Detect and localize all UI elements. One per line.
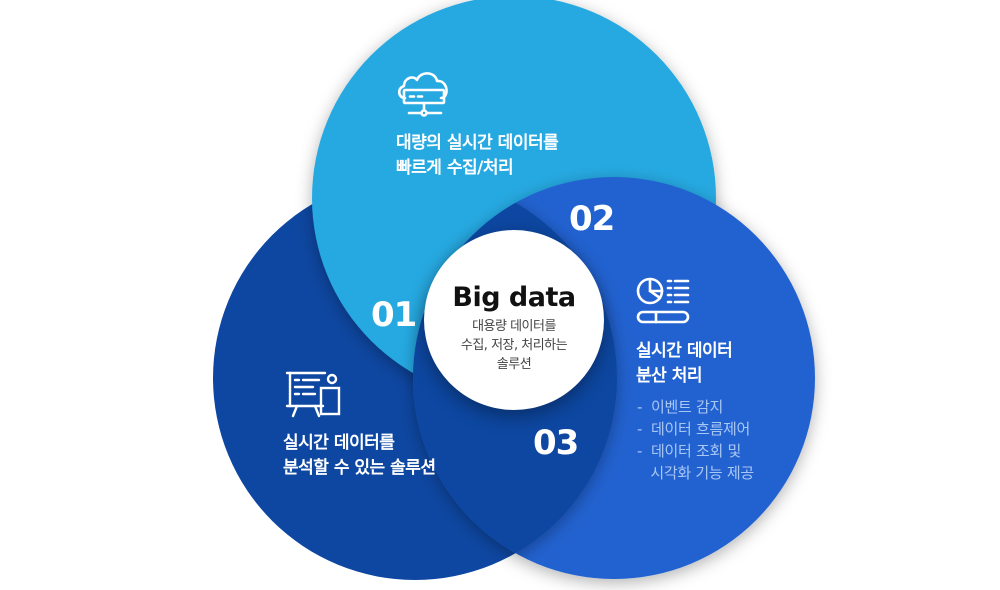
center-title: Big data [452, 282, 576, 313]
subtitle-line: 솔루션 [496, 357, 532, 372]
section-02-number: 02 [569, 199, 615, 239]
pie-chart-report-icon [636, 277, 690, 324]
title-line: 분산 처리 [636, 366, 702, 386]
title-line: 분석할 수 있는 솔루션 [283, 458, 436, 478]
subtitle-line: 수집, 저장, 처리하는 [460, 338, 568, 353]
section-02-bullets: - 이벤트 감지 - 데이터 흐름제어 - 데이터 조회 및 시각화 기능 제공 [637, 396, 754, 484]
title-line: 실시간 데이터를 [283, 433, 395, 453]
bullet-item: - 데이터 조회 및 [637, 442, 741, 460]
section-01-number: 01 [371, 295, 417, 335]
bullet-item: - 데이터 흐름제어 [637, 420, 751, 438]
cloud-server-icon [397, 72, 448, 117]
section-01-title: 대량의 실시간 데이터를 빠르게 수집/처리 [396, 131, 559, 181]
section-03-title: 실시간 데이터를 분석할 수 있는 솔루션 [283, 431, 436, 481]
bullet-item: 시각화 기능 제공 [637, 464, 754, 482]
bullet-item: - 이벤트 감지 [637, 398, 724, 416]
subtitle-line: 대용량 데이터를 [472, 319, 556, 334]
center-circle: Big data 대용량 데이터를 수집, 저장, 처리하는 솔루션 [424, 230, 604, 410]
title-line: 대량의 실시간 데이터를 [396, 133, 559, 153]
title-line: 실시간 데이터 [636, 341, 733, 361]
section-03-number: 03 [533, 423, 579, 463]
title-line: 빠르게 수집/처리 [396, 158, 514, 178]
center-subtitle: 대용량 데이터를 수집, 저장, 처리하는 솔루션 [424, 317, 604, 374]
presentation-board-icon [285, 371, 341, 418]
section-02-title: 실시간 데이터 분산 처리 [636, 339, 733, 389]
